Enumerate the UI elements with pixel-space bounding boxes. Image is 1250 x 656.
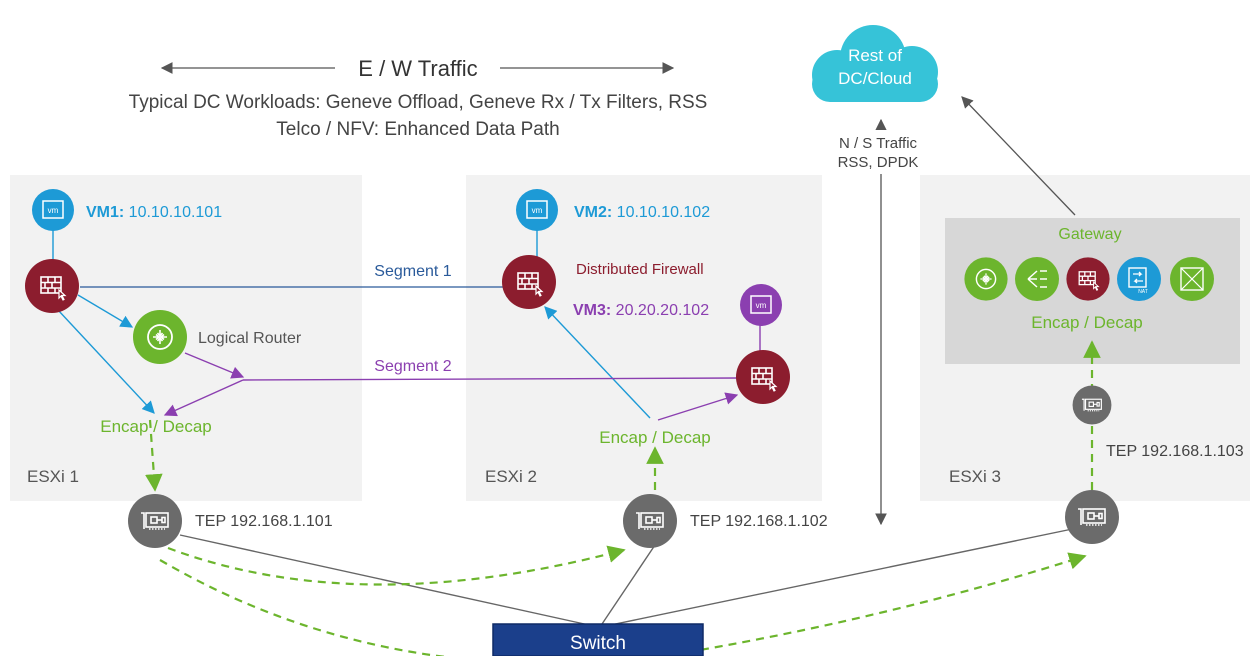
vm3-icon-label: vm <box>756 301 767 310</box>
esxi3-label: ESXi 3 <box>949 467 1001 486</box>
logical-router-label: Logical Router <box>198 330 302 347</box>
nic-icon-esxi3-small <box>1071 384 1113 426</box>
header-line-2: Telco / NFV: Enhanced Data Path <box>276 119 559 140</box>
nat-icon: NAT <box>1117 257 1161 301</box>
firewall-icon-vm3 <box>735 349 791 405</box>
purple-flows <box>163 322 761 421</box>
nic-icon-esxi3 <box>1064 489 1120 545</box>
gateway-router-icon <box>963 256 1009 302</box>
vm1-icon: vm <box>32 189 74 231</box>
encap-decap-esxi1: Encap / Decap <box>100 417 212 436</box>
nic-icon-esxi1 <box>127 493 183 549</box>
logical-router-icon <box>132 309 188 365</box>
encap-decap-esxi3: Encap / Decap <box>1031 313 1143 332</box>
blue-flows <box>52 230 651 419</box>
cloud-label-line1: Rest of <box>848 46 902 65</box>
load-balancer-icon <box>1015 257 1059 301</box>
switch-label: Switch <box>570 633 626 654</box>
gateway-firewall-icon <box>1065 256 1111 302</box>
header-line-1: Typical DC Workloads: Geneve Offload, Ge… <box>129 92 708 113</box>
ns-traffic-label: N / S Traffic <box>839 135 918 152</box>
segment-1-label: Segment 1 <box>374 263 451 280</box>
vm1-label: VM1: 10.10.10.101 <box>86 204 222 221</box>
encap-decap-esxi2: Encap / Decap <box>599 428 711 447</box>
esxi1-label: ESXi 1 <box>27 467 79 486</box>
gateway-label: Gateway <box>1058 226 1121 243</box>
esxi2-panel <box>466 175 822 501</box>
switch-box <box>492 623 704 656</box>
vm3-icon: vm <box>740 284 782 326</box>
ns-traffic-sub: RSS, DPDK <box>838 154 919 171</box>
vm2-icon-label: vm <box>532 206 543 215</box>
cloud-label-line2: DC/Cloud <box>838 69 912 88</box>
vpn-icon <box>1170 257 1214 301</box>
firewall-icon-esxi2 <box>501 254 557 310</box>
vm1-icon-label: vm <box>48 206 59 215</box>
gateway-cloud-arrow <box>961 96 1076 216</box>
ew-traffic-title: E / W Traffic <box>358 56 477 81</box>
vm2-label: VM2: 10.10.10.102 <box>574 204 710 221</box>
cloud-shape <box>812 25 938 102</box>
tep-esxi2: TEP 192.168.1.102 <box>690 513 828 530</box>
nat-icon-label: NAT <box>1138 289 1148 295</box>
segment-2-label: Segment 2 <box>374 358 451 375</box>
nic-icon-esxi2 <box>622 493 678 549</box>
distributed-firewall-label: Distributed Firewall <box>576 261 704 278</box>
firewall-icon-esxi1 <box>24 258 80 314</box>
vm2-icon: vm <box>516 189 558 231</box>
esxi2-label: ESXi 2 <box>485 467 537 486</box>
tep-esxi3: TEP 192.168.1.103 <box>1106 443 1244 460</box>
underlay-links <box>179 526 1083 628</box>
vm3-label: VM3: 20.20.20.102 <box>573 302 709 319</box>
tep-esxi1: TEP 192.168.1.101 <box>195 513 333 530</box>
